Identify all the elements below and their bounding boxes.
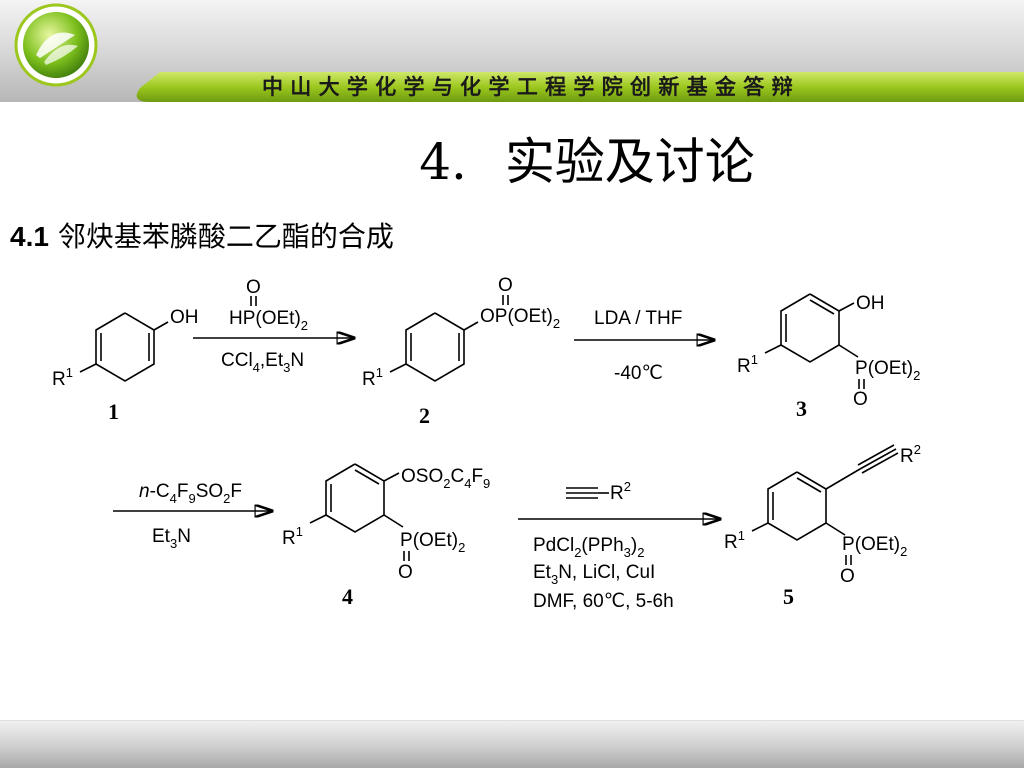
phosphonate-label: P(OEt)2: [855, 358, 920, 383]
alkyne-bond: [825, 468, 861, 490]
benzene-ring: [405, 312, 465, 382]
hydroxyl-label: OH: [170, 307, 199, 328]
phosphate-label: OP(OEt)2: [480, 306, 560, 331]
reaction-scheme: OH R1 1 O HP(OEt)2 CCl4,Et3N OP(OEt)2 O …: [52, 275, 921, 612]
step4-catalyst-line: PdCl2(PPh3)2: [533, 535, 644, 560]
banner-text: 中 山 大 学 化 学 与 化 学 工 程 学 院 创 新 基 金 答 辩: [262, 74, 793, 99]
phosphonate-label: P(OEt)2: [400, 530, 465, 555]
compound-number-4: 4: [342, 584, 353, 609]
phosphoryl-oxygen: O: [840, 566, 855, 587]
compound-4: OSO2C4F9 P(OEt)2 O R1 4: [282, 463, 490, 609]
phosphoryl-oxygen: O: [853, 389, 868, 410]
step-3: n-C4F9SO2F Et3N: [113, 481, 272, 551]
r1-label: R1: [282, 524, 303, 549]
section-subtitle: 4.1 邻炔基苯膦酸二乙酯的合成: [10, 215, 394, 255]
step-2: LDA / THF -40℃: [574, 308, 714, 384]
benzene-ring: [95, 312, 155, 382]
step2-reagent-bottom: -40℃: [614, 363, 663, 384]
compound-5: R2 P(OEt)2 O R1 5: [724, 442, 921, 609]
compound-2: OP(OEt)2 O R1 2: [362, 275, 560, 428]
compound-number-5: 5: [783, 584, 794, 609]
step3-reagent-bottom: Et3N: [152, 526, 191, 551]
triflate-label: OSO2C4F9: [401, 466, 490, 491]
benzene-ring: [325, 463, 385, 533]
title-text: 实验及讨论: [504, 133, 755, 191]
r1-label: R1: [362, 365, 383, 390]
step2-reagent-top: LDA / THF: [594, 308, 682, 329]
benzene-ring: [780, 293, 840, 363]
r1-label: R1: [52, 365, 73, 390]
r2-label: R2: [900, 442, 921, 467]
footer-bar: [0, 720, 1024, 768]
logo-icon: [14, 3, 98, 87]
slide-title: 4. 实验及讨论: [0, 122, 1024, 194]
title-number: 4.: [419, 133, 467, 191]
phosphonate-label: P(OEt)2: [842, 534, 907, 559]
step-4: R2 PdCl2(PPh3)2 Et3N, LiCl, CuI DMF, 60℃…: [518, 479, 720, 612]
subtitle-text: 邻炔基苯膦酸二乙酯的合成: [48, 220, 394, 253]
compound-number-3: 3: [796, 396, 807, 421]
compound-number-1: 1: [108, 399, 119, 424]
phosphoryl-oxygen: O: [398, 562, 413, 583]
phosphoryl-oxygen: O: [498, 275, 513, 296]
r1-label: R1: [724, 528, 745, 553]
r1-label: R1: [737, 352, 758, 377]
compound-1: OH R1 1: [52, 307, 199, 424]
step4-conditions-line: DMF, 60℃, 5-6h: [533, 591, 674, 612]
step3-reagent-top: n-C4F9SO2F: [139, 481, 242, 506]
step1-oxo: O: [246, 277, 261, 298]
subtitle-number: 4.1: [10, 221, 49, 252]
hydroxyl-label: OH: [856, 293, 885, 314]
benzene-ring: [767, 471, 827, 541]
alkyne-r2-label: R2: [610, 479, 631, 504]
step1-reagent-bottom: CCl4,Et3N: [221, 350, 304, 375]
step-1: O HP(OEt)2 CCl4,Et3N: [193, 277, 354, 375]
step4-additives-line: Et3N, LiCl, CuI: [533, 562, 655, 587]
step1-reagent-top: HP(OEt)2: [229, 308, 308, 333]
compound-number-2: 2: [419, 403, 430, 428]
compound-3: OH P(OEt)2 O R1 3: [737, 293, 920, 421]
header-banner: 中 山 大 学 化 学 与 化 学 工 程 学 院 创 新 基 金 答 辩: [0, 0, 1024, 110]
